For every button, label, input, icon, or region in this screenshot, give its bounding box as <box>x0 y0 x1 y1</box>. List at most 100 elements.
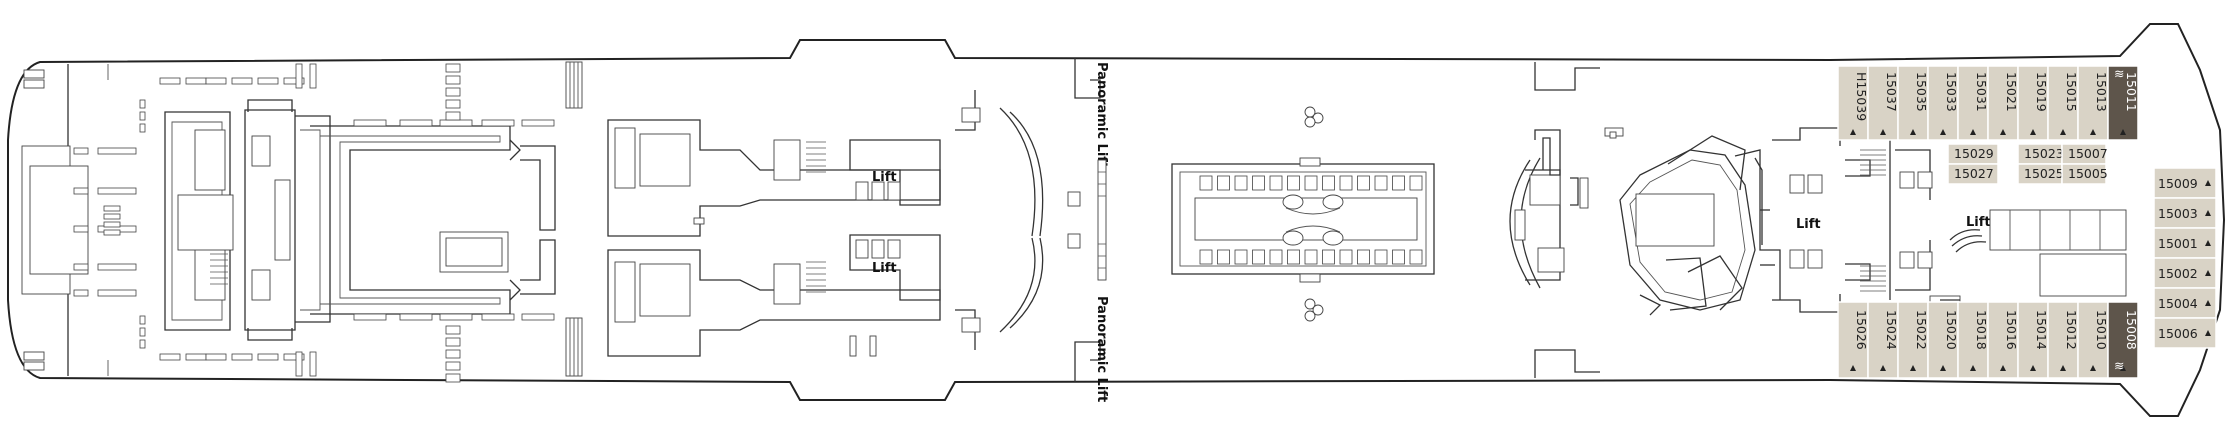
cabin-shape[interactable] <box>2153 317 2217 349</box>
bar-table <box>159 77 181 85</box>
cabin-15002[interactable]: 15002 <box>2153 257 2217 289</box>
cabin-shape[interactable] <box>1897 65 1929 141</box>
cabin-15037[interactable]: 15037 <box>1867 65 1899 141</box>
bar-table <box>231 77 253 85</box>
cabin-number: 15011 <box>2124 72 2139 112</box>
cabin-shape[interactable] <box>1947 163 1999 185</box>
cabin-shape[interactable] <box>2061 163 2107 185</box>
bar-table <box>399 119 433 127</box>
cabin-15023[interactable]: 15023 <box>2017 143 2064 165</box>
cabin-15009[interactable]: 15009 <box>2153 167 2217 199</box>
stern-tables <box>73 99 146 349</box>
cabin-shape[interactable] <box>2017 301 2049 379</box>
cabin-15011[interactable]: 15011 <box>2107 65 2139 141</box>
bar-table <box>445 87 461 97</box>
cabin-15018[interactable]: 15018 <box>1957 301 1989 379</box>
cabin-shape[interactable] <box>2047 301 2079 379</box>
cabin-shape[interactable] <box>1957 65 1989 141</box>
cabin-shape[interactable] <box>2153 167 2217 199</box>
cabin-number: 15004 <box>2158 296 2198 311</box>
table <box>139 339 146 349</box>
cabin-15004[interactable]: 15004 <box>2153 287 2217 319</box>
cabin-marker <box>2060 129 2066 135</box>
sunbed <box>1339 249 1353 265</box>
cabin-15027[interactable]: 15027 <box>1947 163 1999 185</box>
cabin-marker <box>2205 330 2211 336</box>
cabin-15031[interactable]: 15031 <box>1957 65 1989 141</box>
cabin-number: 15016 <box>2004 310 2019 350</box>
cabin-marker <box>1880 129 1886 135</box>
table <box>139 327 146 337</box>
cabin-15020[interactable]: 15020 <box>1927 301 1959 379</box>
table <box>73 289 89 297</box>
table <box>139 315 146 325</box>
table <box>97 187 137 195</box>
cabin-shape[interactable] <box>1867 65 1899 141</box>
cabin-shape[interactable] <box>2153 227 2217 259</box>
sunbed <box>1199 175 1213 191</box>
bar-table <box>445 111 461 121</box>
cabin-number: 15005 <box>2068 166 2108 181</box>
sunbed <box>1409 249 1423 265</box>
cabin-number: 15009 <box>2158 176 2198 191</box>
cabin-15029[interactable]: 15029 <box>1947 143 1999 165</box>
cabin-15007[interactable]: 15007 <box>2061 143 2108 165</box>
cabin-15014[interactable]: 15014 <box>2017 301 2049 379</box>
cabin-15024[interactable]: 15024 <box>1867 301 1899 379</box>
bar-table <box>283 77 305 85</box>
cabin-number: 15002 <box>2158 266 2198 281</box>
cabin-marker <box>1910 365 1916 371</box>
cabin-15033[interactable]: 15033 <box>1927 65 1959 141</box>
bar-table <box>309 63 317 89</box>
cabin-marker <box>2205 270 2211 276</box>
bar-table <box>295 63 303 89</box>
cabin-15012[interactable]: 15012 <box>2047 301 2079 379</box>
cabin-15025[interactable]: 15025 <box>2017 163 2064 185</box>
cabin-15021[interactable]: 15021 <box>1987 65 2019 141</box>
cabin-number: H15039 <box>1854 72 1869 121</box>
bar-table <box>445 373 461 383</box>
cabin-15010[interactable]: 15010 <box>2077 301 2109 379</box>
cabin-shape[interactable] <box>2047 65 2079 141</box>
cabin-number: 15006 <box>2158 326 2198 341</box>
cabin-15026[interactable]: 15026 <box>1837 301 1869 379</box>
bar-table <box>445 75 461 85</box>
cabin-15019[interactable]: 15019 <box>2017 65 2049 141</box>
cabin-number: 15029 <box>1954 146 1994 161</box>
cabin-marker <box>1940 129 1946 135</box>
sunbed <box>1374 175 1388 191</box>
cabin-H15039[interactable]: H15039 <box>1837 65 1869 141</box>
cabin-shape[interactable] <box>2153 197 2217 229</box>
cabin-15015[interactable]: 15015 <box>2047 65 2079 141</box>
cabin-15008[interactable]: 15008 <box>2107 301 2139 379</box>
bar-table <box>205 77 227 85</box>
cabin-marker <box>2030 129 2036 135</box>
lift-label-mid-top: Lift <box>872 170 897 185</box>
bar-table <box>283 353 305 361</box>
cabin-marker <box>2205 180 2211 186</box>
cabin-15022[interactable]: 15022 <box>1897 301 1929 379</box>
panoramic-lift-label-top: Panoramic Lift <box>1094 62 1109 168</box>
cabin-shape[interactable] <box>1927 65 1959 141</box>
cabin-15006[interactable]: 15006 <box>2153 317 2217 349</box>
table <box>73 147 89 155</box>
cabin-shape[interactable] <box>1987 65 2019 141</box>
sunbed <box>1357 175 1370 191</box>
cabin-shape[interactable] <box>2107 65 2139 141</box>
bar-table <box>159 353 181 361</box>
cabin-15016[interactable]: 15016 <box>1987 301 2019 379</box>
cabin-number: 15033 <box>1944 72 1959 112</box>
cabin-number: 15003 <box>2158 206 2198 221</box>
cabin-shape[interactable] <box>2153 257 2217 289</box>
cabin-shape[interactable] <box>2153 287 2217 319</box>
cabin-15003[interactable]: 15003 <box>2153 197 2217 229</box>
cabin-15001[interactable]: 15001 <box>2153 227 2217 259</box>
cabin-15013[interactable]: 15013 <box>2077 65 2109 141</box>
cabin-marker <box>2000 129 2006 135</box>
cabin-15035[interactable]: 15035 <box>1897 65 1929 141</box>
cabin-number: 15014 <box>2034 310 2049 350</box>
cabin-shape[interactable] <box>1987 301 2019 379</box>
cabin-15005[interactable]: 15005 <box>2061 163 2108 185</box>
bar-table <box>309 351 317 377</box>
